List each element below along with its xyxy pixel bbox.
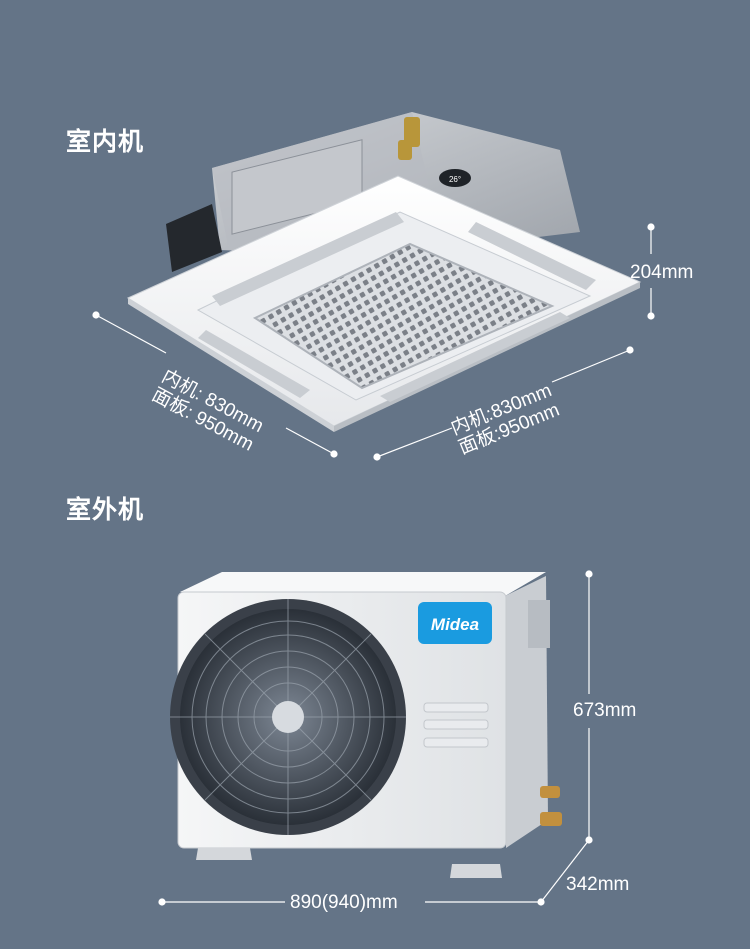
midea-logo <box>418 602 492 644</box>
outdoor-height-label: 673mm <box>573 700 637 721</box>
display-window <box>439 169 471 187</box>
indoor-height-label: 204mm <box>630 262 694 283</box>
louver-vent <box>468 222 596 290</box>
mounting-foot <box>196 848 252 860</box>
outdoor-unit: Midea <box>170 572 562 878</box>
outdoor-unit-heading: 室外机 <box>66 495 145 524</box>
louver-vent <box>212 212 404 306</box>
pipe-fitting-icon <box>404 117 420 147</box>
outdoor-dimension-lines <box>158 570 593 906</box>
outdoor-depth-label: 342mm <box>566 874 630 895</box>
mounting-foot <box>450 864 502 878</box>
intake-grille <box>252 242 555 390</box>
pipe-fitting-icon <box>398 140 412 160</box>
valve-icon <box>540 786 562 826</box>
fan-hub <box>272 701 304 733</box>
midea-logo-text: Midea <box>431 615 479 634</box>
drain-block <box>166 204 222 272</box>
display-temperature: 26° <box>449 175 461 184</box>
louver-vent <box>198 330 310 398</box>
indoor-dimension-lines <box>92 223 655 461</box>
outdoor-width-label: 890(940)mm <box>290 892 398 913</box>
indoor-cassette-unit: 26° <box>126 112 642 432</box>
indoor-unit-heading: 室内机 <box>66 127 145 156</box>
louver-vent <box>380 312 570 402</box>
